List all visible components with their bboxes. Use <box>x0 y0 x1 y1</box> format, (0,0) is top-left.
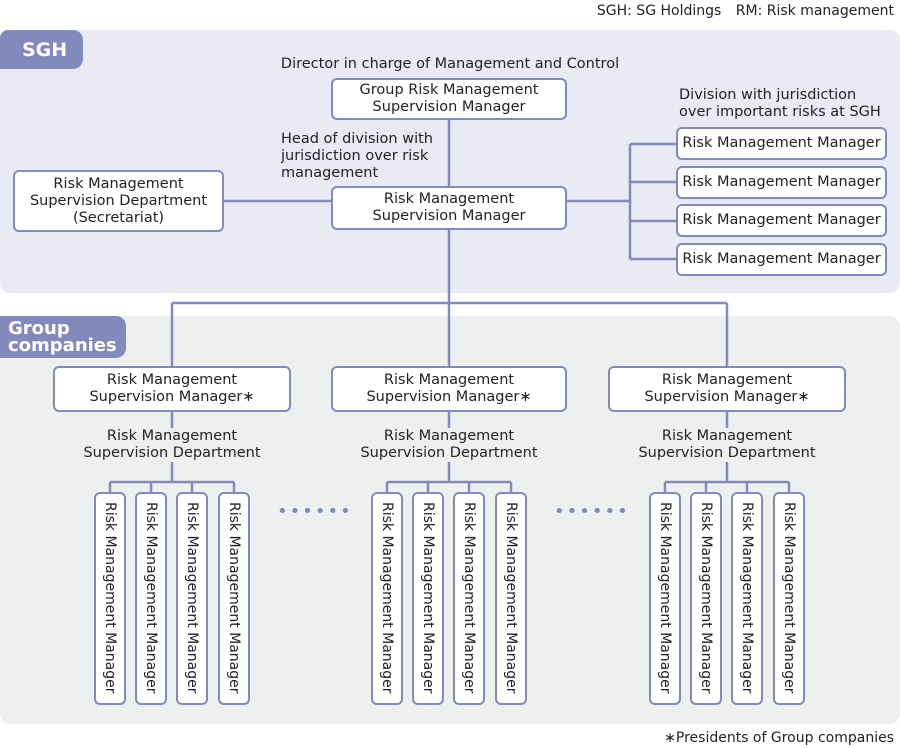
legend-rm: RM: Risk management <box>735 3 894 19</box>
box-line: Risk Management <box>661 372 793 388</box>
group-tab-line2: companies <box>8 335 117 356</box>
vertical-label: Risk Management Manager <box>184 502 200 694</box>
label-line: Head of division with <box>281 131 433 147</box>
vertical-label: Risk Management Manager <box>461 502 477 694</box>
company-rm-manager-box: Risk Management Manager <box>690 492 722 705</box>
company-rm-manager-box: Risk Management Manager <box>135 492 167 705</box>
label-line: over important risks at SGH <box>679 104 881 120</box>
division-rm-manager-box: Risk Management Manager <box>676 166 887 199</box>
vertical-label: Risk Management Manager <box>739 502 755 694</box>
company-rm-manager-box: Risk Management Manager <box>412 492 444 705</box>
ellipsis-dots: •••••• <box>277 501 353 522</box>
box-line: Group Risk Management <box>359 82 539 98</box>
division-rm-manager-box: Risk Management Manager <box>676 243 887 276</box>
box-line: Risk Management <box>383 191 515 207</box>
company-rm-manager-box: Risk Management Manager <box>649 492 681 705</box>
vertical-label: Risk Management Manager <box>698 502 714 694</box>
footnote: ∗Presidents of Group companies <box>664 730 894 746</box>
vertical-label: Risk Management Manager <box>226 502 242 694</box>
label-line: Supervision Department <box>83 445 261 461</box>
box-line: Supervision Manager <box>372 208 526 224</box>
company-rm-manager-box: Risk Management Manager <box>731 492 763 705</box>
company-rm-manager-box: Risk Management Manager <box>94 492 126 705</box>
box-line: Risk Management <box>383 372 515 388</box>
division-rm-manager-box: Risk Management Manager <box>676 204 887 237</box>
company-rm-manager-box: Risk Management Manager <box>453 492 485 705</box>
box-line: (Secretariat) <box>72 209 165 226</box>
company-rm-manager-box: Risk Management Manager <box>773 492 805 705</box>
vertical-label: Risk Management Manager <box>143 502 159 694</box>
box-line: Supervision Manager∗ <box>644 389 810 405</box>
box-line: Supervision Department <box>29 192 208 209</box>
label-line: Risk Management <box>383 428 515 444</box>
company-rm-manager-box: Risk Management Manager <box>371 492 403 705</box>
group-tab-line1: Group <box>8 318 70 339</box>
company-rm-manager-box: Risk Management Manager <box>176 492 208 705</box>
sgh-tab: SGH <box>0 30 83 69</box>
vertical-label: Risk Management Manager <box>102 502 118 694</box>
label-line: Division with jurisdiction <box>679 87 857 103</box>
director-label: Director in charge of Management and Con… <box>280 56 620 72</box>
label-line: Risk Management <box>106 428 238 444</box>
vertical-label: Risk Management Manager <box>657 502 673 694</box>
division-rm-manager-box: Risk Management Manager <box>676 127 887 160</box>
label-line: Supervision Department <box>638 445 816 461</box>
legend: SGH: SG Holdings RM: Risk management <box>587 3 894 19</box>
vertical-label: Risk Management Manager <box>503 502 519 694</box>
label-line: management <box>281 165 379 181</box>
box-line: Risk Management <box>53 175 184 192</box>
head-of-division-label: Head of division with jurisdiction over … <box>281 131 451 182</box>
box-line: Supervision Manager∗ <box>89 389 255 405</box>
company-rm-manager-box: Risk Management Manager <box>218 492 250 705</box>
ellipsis-dots: •••••• <box>554 501 630 522</box>
box-line: Risk Management <box>106 372 238 388</box>
label-line: Supervision Department <box>360 445 538 461</box>
box-line: Supervision Manager <box>372 99 526 115</box>
box-line: Supervision Manager∗ <box>366 389 532 405</box>
vertical-label: Risk Management Manager <box>379 502 395 694</box>
vertical-label: Risk Management Manager <box>781 502 797 694</box>
label-line: jurisdiction over risk <box>281 148 429 164</box>
company-rm-manager-box: Risk Management Manager <box>495 492 527 705</box>
division-label: Division with jurisdiction over importan… <box>679 87 894 121</box>
legend-sgh: SGH: SG Holdings <box>596 3 722 19</box>
vertical-label: Risk Management Manager <box>420 502 436 694</box>
label-line: Risk Management <box>661 428 793 444</box>
